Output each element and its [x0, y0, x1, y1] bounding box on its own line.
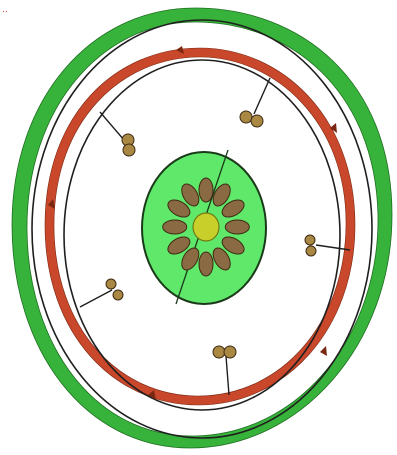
attached-pair [240, 78, 270, 127]
attached-oval [305, 235, 315, 245]
attached-pair [100, 112, 135, 156]
attached-pair [305, 235, 350, 256]
core-center [193, 213, 219, 241]
petal [199, 178, 213, 202]
petal [225, 220, 249, 234]
attached-oval [106, 279, 116, 289]
connector-line [80, 290, 112, 307]
attached-pair [80, 279, 123, 307]
attached-oval [224, 346, 236, 358]
attached-oval [123, 144, 135, 156]
attached-oval [306, 246, 316, 256]
petal [163, 220, 187, 234]
connector-line [254, 78, 270, 114]
connector-line [226, 356, 229, 395]
attached-oval [240, 111, 252, 123]
band-marker [320, 346, 327, 356]
attached-oval [213, 346, 225, 358]
petal [199, 252, 213, 276]
connector-line [100, 112, 124, 140]
attached-pair [213, 346, 236, 395]
attached-oval [113, 290, 123, 300]
central-green-core [142, 150, 266, 304]
attached-oval [251, 115, 263, 127]
